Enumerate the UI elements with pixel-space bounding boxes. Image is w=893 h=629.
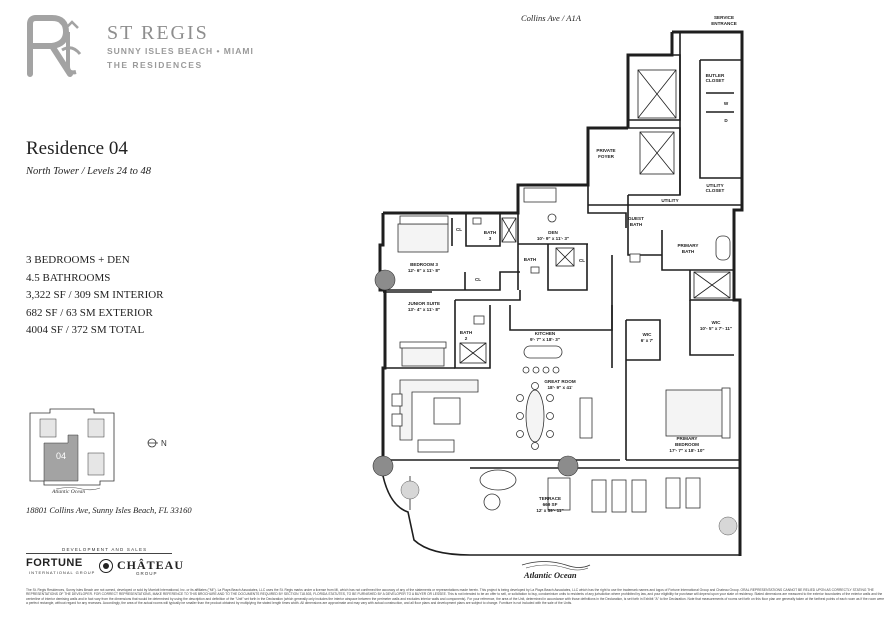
- brand-residences: THE RESIDENCES: [107, 60, 203, 70]
- label-bedroom-3: BEDROOM 3: [410, 262, 438, 267]
- keyplan-ocean-label: Atlantic Ocean: [52, 489, 86, 495]
- legal-disclaimer: The St. Regis Residences, Sunny Isles Be…: [26, 588, 885, 606]
- label-primary-bedroom-dims: 17'- 7" x 18'- 10": [669, 448, 704, 453]
- label-junior-suite-dims: 13'- 4" x 11'- 8": [408, 307, 440, 312]
- stat-total: 4004 SF / 372 SM TOTAL: [26, 324, 145, 336]
- label-utility: UTILITY: [661, 198, 678, 203]
- label-great-room: GREAT ROOM: [544, 379, 575, 384]
- label-utility-closet-2: CLOSET: [706, 188, 725, 193]
- label-wic-2-dims: 10'- 5" x 7'- 11": [700, 326, 732, 331]
- address: 18801 Collins Ave, Sunny Isles Beach, FL…: [26, 505, 192, 515]
- label-kitchen: KITCHEN: [535, 331, 556, 336]
- residence-title: Residence 04: [26, 138, 128, 159]
- label-bath-2-1: BATH: [460, 330, 473, 335]
- chateau-crest-icon: [99, 559, 113, 573]
- chateau-subtitle: GROUP: [136, 571, 158, 576]
- label-closet-3: CL: [475, 277, 481, 282]
- label-wic-2: WIC: [712, 320, 722, 325]
- label-d: D: [724, 118, 728, 123]
- ocean-wave-icon: [521, 561, 591, 568]
- fortune-logo: FORTUNE: [26, 557, 83, 569]
- label-guest-bath-1: GUEST: [628, 216, 644, 221]
- label-great-room-dims: 18'- 9" x 41': [547, 385, 572, 390]
- label-wic-1-dims: 6' x 7': [641, 338, 653, 343]
- label-terrace-dims: 12' x 59'- 11": [536, 508, 563, 513]
- label-wic-1: WIC: [643, 332, 653, 337]
- label-closet-1: CL: [456, 227, 462, 232]
- label-butler-closet-2: CLOSET: [706, 78, 725, 83]
- label-primary-bath-1: PRIMARY: [677, 243, 698, 248]
- label-bath-3-1: BATH: [484, 230, 497, 235]
- label-den: DEN: [548, 230, 558, 235]
- label-terrace-area: 669 SF: [543, 502, 558, 507]
- ocean-label: Atlantic Ocean: [524, 570, 577, 580]
- label-closet-2: CL: [579, 258, 585, 263]
- unit-stats: 3 BEDROOMS + DEN 4.5 BATHROOMS 3,322 SF …: [26, 252, 164, 340]
- label-primary-bath-2: BATH: [682, 249, 695, 254]
- label-den-dims: 10'- 9" x 11'- 3": [537, 236, 569, 241]
- label-bath-3-2: 3: [489, 236, 492, 241]
- key-plan: 04 N: [29, 408, 167, 491]
- label-private-foyer-2: FOYER: [598, 154, 615, 159]
- label-service-entrance-1: SERVICE: [714, 15, 734, 20]
- keyplan-unit-number: 04: [56, 451, 66, 461]
- brand-name: ST REGIS: [107, 22, 209, 44]
- label-guest-bath-2: BATH: [630, 222, 643, 227]
- stat-bedrooms: 3 BEDROOMS + DEN: [26, 254, 130, 266]
- stat-interior: 3,322 SF / 309 SM INTERIOR: [26, 289, 164, 301]
- label-primary-bedroom-2: BEDROOM: [675, 442, 699, 447]
- label-butler-closet-1: BUTLER: [706, 73, 725, 78]
- residence-subtitle: North Tower / Levels 24 to 48: [26, 166, 152, 177]
- fortune-subtitle: INTERNATIONAL GROUP: [29, 570, 96, 575]
- divider: [26, 553, 172, 554]
- label-junior-suite: JUNIOR SUITE: [408, 301, 440, 306]
- stat-bathrooms: 4.5 BATHROOMS: [26, 271, 111, 284]
- label-utility-closet-1: UTILITY: [706, 183, 723, 188]
- st-regis-logo: [27, 15, 82, 77]
- label-bedroom-3-dims: 12'- 6" x 11'- 8": [408, 268, 440, 273]
- label-private-foyer-1: PRIVATE: [596, 148, 615, 153]
- north-label: N: [161, 439, 167, 448]
- stat-exterior: 682 SF / 63 SM EXTERIOR: [26, 306, 153, 319]
- brand-location: SUNNY ISLES BEACH • MIAMI: [107, 46, 254, 56]
- chateau-logo: CHÂTEAU: [117, 558, 185, 572]
- label-primary-bedroom-1: PRIMARY: [676, 436, 697, 441]
- label-terrace: TERRACE: [539, 496, 561, 501]
- street-label: Collins Ave / A1A: [521, 13, 581, 23]
- label-bath-1: BATH: [524, 257, 537, 262]
- label-w: W: [724, 101, 729, 106]
- label-service-entrance-2: ENTRANCE: [711, 21, 737, 26]
- label-kitchen-dims: 9'- 7" x 18'- 3": [530, 337, 560, 342]
- label-bath-2-2: 2: [465, 336, 468, 341]
- development-label: DEVELOPMENT AND SALES: [62, 547, 148, 552]
